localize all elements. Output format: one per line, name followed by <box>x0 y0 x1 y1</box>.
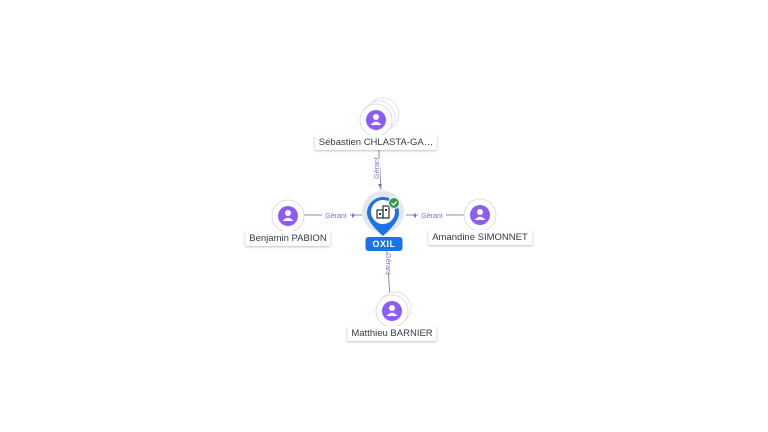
person-node-left[interactable] <box>271 199 305 233</box>
person-icon <box>366 110 386 130</box>
edge-label-top: Gérant <box>374 157 381 178</box>
person-label-right[interactable]: Amandine SIMONNET <box>428 230 532 245</box>
edge-label-left: Gérant <box>325 213 346 220</box>
company-node[interactable] <box>362 191 404 236</box>
edge-label-right: Gérant <box>421 213 442 220</box>
arrow-left <box>352 213 355 218</box>
person-icon <box>382 301 402 321</box>
person-label-top[interactable]: Sébastien CHLASTA-GA… <box>314 135 438 150</box>
arrow-right <box>413 213 416 218</box>
person-icon <box>470 205 490 225</box>
company-label[interactable]: OXIL <box>365 237 403 251</box>
edge-label-bottom: Gérant <box>384 253 391 274</box>
person-node-top[interactable] <box>359 97 400 137</box>
building-icon <box>376 205 390 219</box>
arrow-top <box>378 184 382 188</box>
check-icon <box>388 197 400 209</box>
person-node-right[interactable] <box>463 198 497 232</box>
person-icon <box>278 206 298 226</box>
person-node-bottom[interactable] <box>375 291 412 328</box>
person-label-bottom[interactable]: Matthieu BARNIER <box>347 326 437 341</box>
person-label-left[interactable]: Benjamin PABION <box>245 231 331 246</box>
